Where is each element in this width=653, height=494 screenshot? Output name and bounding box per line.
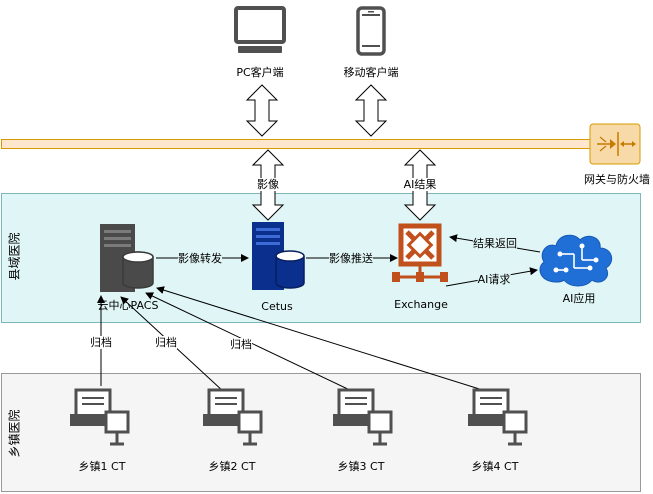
image-push-label: 影像推送 <box>329 252 373 265</box>
ct-label-1: 乡镇1 CT <box>78 460 126 473</box>
result-return-label: 结果返回 <box>473 237 517 250</box>
image-forward-label: 影像转发 <box>178 252 222 265</box>
ai-request-label: AI请求 <box>477 273 511 286</box>
cetus-server-icon <box>252 222 305 290</box>
ct-device-icon-4 <box>468 388 528 446</box>
pc-client-label: PC客户端 <box>236 66 284 79</box>
ai-brain-icon <box>539 234 613 287</box>
archive-label-1: 归档 <box>90 336 112 349</box>
ct-label-3: 乡镇3 CT <box>337 460 385 473</box>
ct-device-icon-1 <box>70 388 130 446</box>
mobile-bus-double-arrow <box>354 84 388 137</box>
pc-monitor-icon <box>234 6 286 53</box>
pc-bus-double-arrow <box>245 84 279 137</box>
mobile-phone-icon <box>356 6 386 56</box>
ct-label-4: 乡镇4 CT <box>471 460 519 473</box>
exchange-icon <box>392 223 448 282</box>
gateway-label: 网关与防火墙 <box>584 173 650 186</box>
image-link-label: 影像 <box>256 178 280 191</box>
archive-arrow-ct4 <box>156 286 490 393</box>
ai-app-label: AI应用 <box>562 292 596 305</box>
mobile-client-label: 移动客户端 <box>343 66 399 79</box>
exchange-label: Exchange <box>394 298 448 311</box>
ct-device-icon-2 <box>203 388 263 446</box>
ai-result-link-label: AI结果 <box>402 178 438 191</box>
gateway-firewall-icon <box>589 123 641 165</box>
archive-label-3: 归档 <box>230 338 252 351</box>
pacs-server-icon <box>100 224 154 292</box>
pacs-label: 云中心PACS <box>97 299 159 312</box>
cetus-label: Cetus <box>261 300 293 313</box>
archive-label-2: 归档 <box>155 336 177 349</box>
ct-device-icon-3 <box>333 388 393 446</box>
ct-label-2: 乡镇2 CT <box>208 460 256 473</box>
